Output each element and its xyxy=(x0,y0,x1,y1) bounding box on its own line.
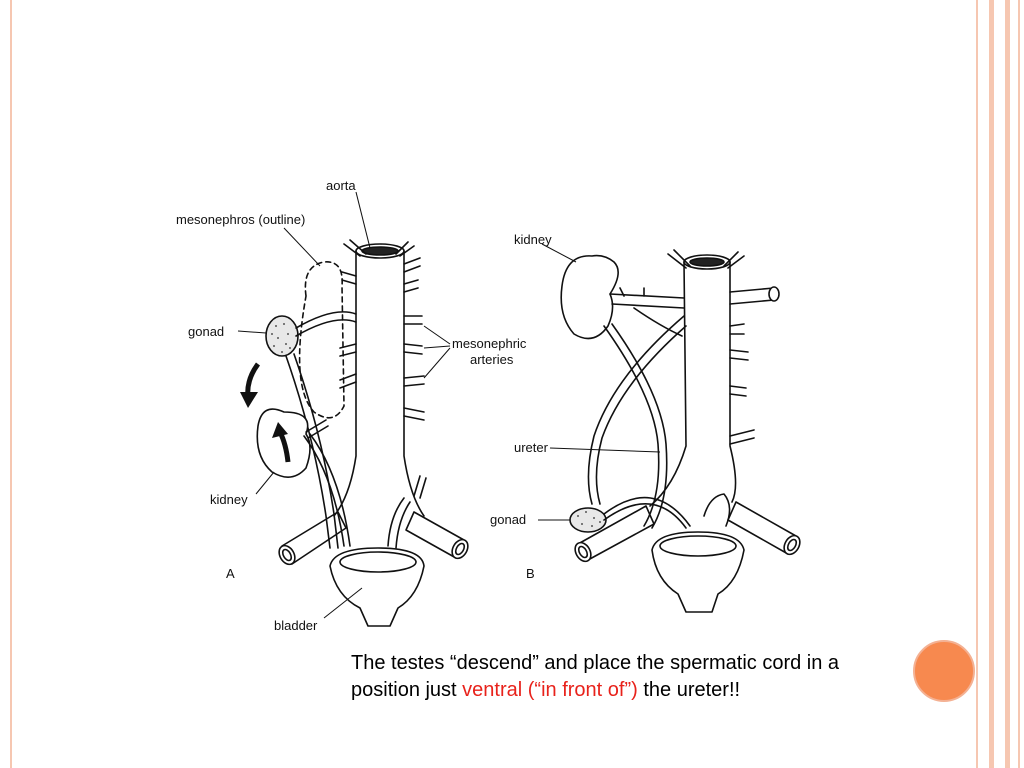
urogenital-diagram: aorta mesonephros (outline) gonad mesone… xyxy=(174,176,846,646)
label-gonad-b: gonad xyxy=(490,512,526,527)
label-kidney-b: kidney xyxy=(514,232,552,247)
label-ureter: ureter xyxy=(514,440,549,455)
label-mesonephric-arteries-2: arteries xyxy=(470,352,514,367)
caption-part-1: The testes “descend” and place the sperm… xyxy=(351,652,840,701)
label-kidney-a: kidney xyxy=(210,492,248,507)
caption-text: The testes “descend” and place the sperm… xyxy=(351,650,851,704)
panel-b-drawing xyxy=(560,249,801,613)
right-border-line-3 xyxy=(1005,0,1010,768)
caption-highlight: ventral (“in front of”) xyxy=(462,679,638,701)
label-bladder: bladder xyxy=(274,618,318,633)
label-mesonephric-arteries-1: mesonephric xyxy=(452,336,527,351)
left-border-line xyxy=(10,0,12,768)
caption-part-2: the ureter!! xyxy=(637,679,741,701)
right-border-line-2 xyxy=(989,0,994,768)
right-border-line-1 xyxy=(976,0,978,768)
panel-a-drawing xyxy=(256,239,469,627)
accent-circle xyxy=(913,640,975,702)
label-aorta: aorta xyxy=(326,178,356,193)
panel-letter-b: B xyxy=(526,566,535,581)
label-gonad-a: gonad xyxy=(188,324,224,339)
panel-letter-a: A xyxy=(226,566,235,581)
label-mesonephros: mesonephros (outline) xyxy=(176,212,305,227)
right-border-line-4 xyxy=(1018,0,1020,768)
